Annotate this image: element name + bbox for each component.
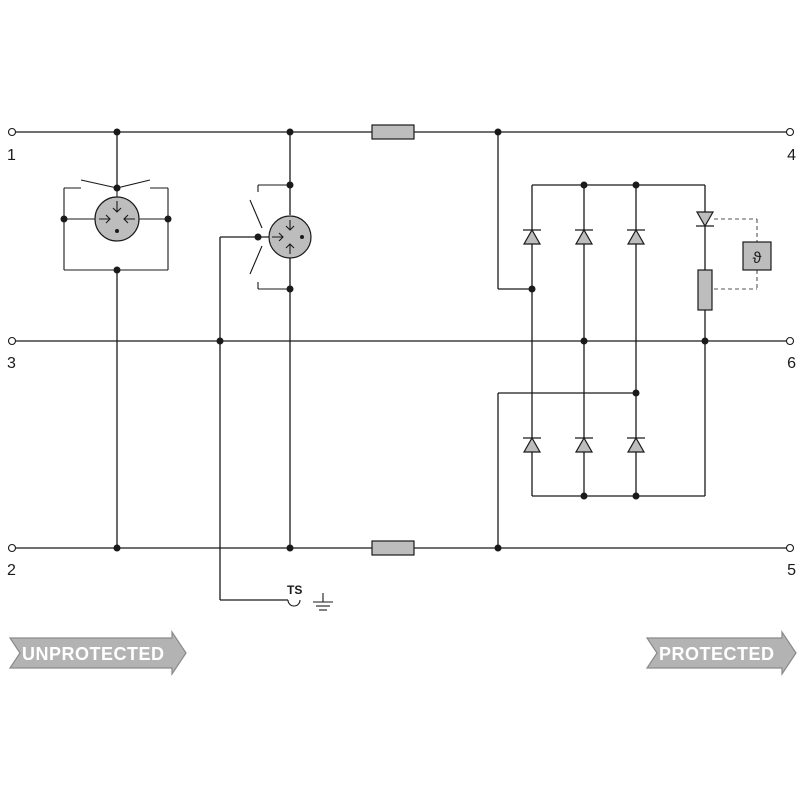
gas-discharge-tube-1 (63, 132, 169, 548)
junction-dots (60, 128, 709, 552)
diode-bridge (497, 132, 706, 548)
terminal-1-circle (7, 127, 17, 137)
terminal-1-label: 1 (7, 147, 16, 164)
diode-lower-1 (522, 436, 542, 453)
unprotected-arrow: UNPROTECTED (8, 630, 187, 676)
thermal-sensor (714, 218, 772, 290)
diode-lower-2 (574, 436, 594, 453)
series-resistor-bottom (371, 540, 415, 556)
terminal-5-label: 5 (787, 562, 796, 579)
diode-upper-3 (626, 228, 646, 245)
terminal-3-circle (7, 336, 17, 346)
terminal-4-circle (785, 127, 795, 137)
terminal-2-circle (7, 543, 17, 553)
diode-upper-2 (574, 228, 594, 245)
gas-discharge-tube-2 (220, 132, 312, 548)
terminal-6-circle (785, 336, 795, 346)
terminal-6-label: 6 (787, 355, 796, 372)
terminal-4-label: 4 (787, 147, 796, 164)
terminal-2-label: 2 (7, 562, 16, 579)
diode-lower-3 (626, 436, 646, 453)
ts-ground-label: TS (287, 583, 302, 597)
series-resistor-top (371, 124, 415, 140)
diode-upper-1 (522, 228, 542, 245)
ground-branch (219, 237, 333, 611)
thermal-fuse-resistor (697, 269, 713, 311)
terminal-5-circle (785, 543, 795, 553)
protected-label: PROTECTED (659, 644, 775, 664)
thermal-sensor-symbol: ϑ (753, 250, 762, 267)
unprotected-label: UNPROTECTED (22, 644, 165, 664)
protected-arrow: PROTECTED (645, 630, 797, 676)
terminal-3-label: 3 (7, 355, 16, 372)
gdt-1-body (94, 196, 140, 242)
diode-upper-tvs (695, 211, 715, 228)
